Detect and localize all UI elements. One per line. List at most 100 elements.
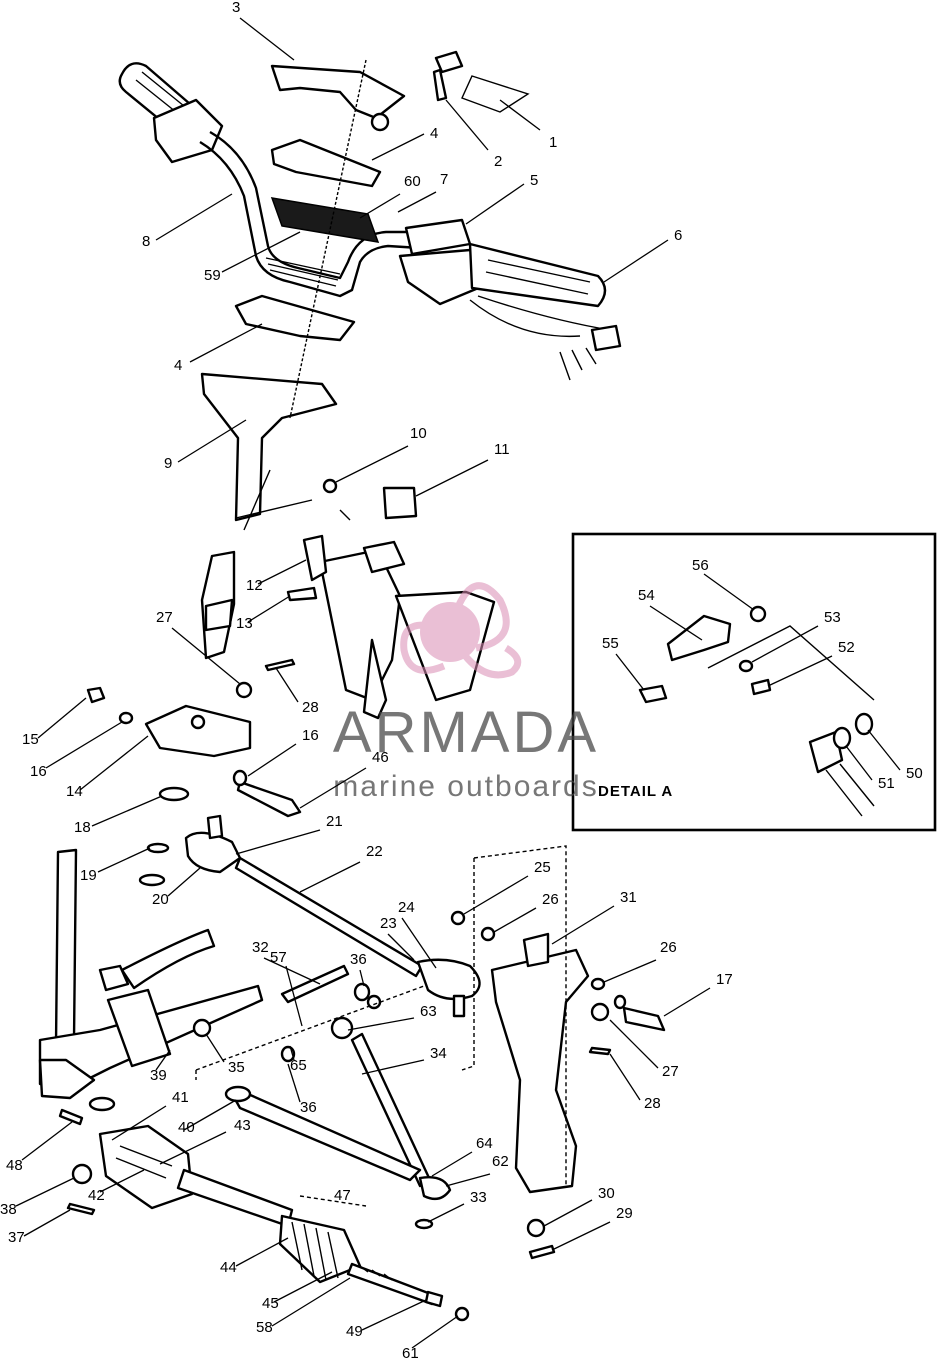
- part-number-label: 4: [174, 357, 182, 374]
- leader-line: [167, 867, 201, 897]
- part-number-label: 63: [420, 1003, 437, 1020]
- tie-rod-end-20: [184, 831, 242, 874]
- part-number-label: 48: [6, 1157, 23, 1174]
- leader-line: [387, 933, 415, 961]
- clamp-upper: [270, 64, 406, 120]
- bolt-shank: [432, 68, 448, 102]
- spindle-knuckle: [522, 932, 550, 968]
- leader-line: [465, 183, 525, 225]
- leader-line: [397, 191, 437, 213]
- rod-end-63: [330, 1016, 354, 1040]
- steering-shaft-group: [86, 469, 496, 1018]
- handlebar: [199, 140, 421, 298]
- bushing-36: [353, 982, 371, 1002]
- leader-line: [21, 1121, 73, 1161]
- bolt-13: [286, 586, 318, 602]
- leader-line: [79, 735, 149, 791]
- left-grip-lines: [135, 71, 185, 113]
- leader-line: [445, 99, 489, 151]
- group-bracket-47: [299, 1195, 367, 1207]
- axle-shaft-49: [346, 1262, 438, 1306]
- washer-19a: [146, 842, 170, 854]
- watermark-logo-icon: [400, 582, 522, 679]
- leader-line: [15, 1177, 75, 1207]
- part-number-label: 31: [620, 889, 637, 906]
- nut-27b: [590, 1002, 610, 1022]
- bushing-35: [192, 1018, 212, 1038]
- shaft-collar: [204, 598, 234, 632]
- bushing-11: [382, 486, 418, 520]
- part-number-label: 21: [326, 813, 343, 830]
- cotter-pin-28: [264, 658, 296, 672]
- washer-26b: [590, 977, 606, 991]
- washer-26: [480, 926, 496, 942]
- leader-line: [221, 231, 301, 273]
- part-number-label: 54: [638, 587, 655, 604]
- leader-line: [361, 1059, 425, 1075]
- axle-shaft-44: [176, 1168, 294, 1228]
- leader-line: [445, 1173, 491, 1187]
- stud-20: [206, 814, 224, 840]
- detail-bolt-55: [638, 684, 668, 704]
- part-number-label: 40: [178, 1119, 195, 1136]
- part-number-label: 50: [906, 765, 923, 782]
- leader-line: [551, 1221, 611, 1251]
- leader-line: [247, 743, 297, 777]
- part-number-label: 29: [616, 1205, 633, 1222]
- leader-line: [37, 697, 87, 739]
- detail-bushing-51: [832, 726, 852, 750]
- detail-bushing-50: [854, 712, 874, 736]
- part-number-label: 30: [598, 1185, 615, 1202]
- part-number-label: 16: [302, 727, 319, 744]
- leader-line: [155, 1049, 171, 1071]
- leader-line: [415, 459, 489, 497]
- cotter-28b: [588, 1046, 612, 1056]
- stud-24: [452, 994, 466, 1018]
- part-number-label: 9: [164, 455, 172, 472]
- leader-line: [609, 1053, 641, 1101]
- detail-rod: [825, 763, 875, 817]
- rod-end-62: [418, 1176, 452, 1201]
- part-number-label: 49: [346, 1323, 363, 1340]
- leader-line: [359, 193, 401, 219]
- right-grip-lines: [485, 259, 591, 295]
- frame-brace: [120, 928, 216, 990]
- brake-lever-mount: [398, 248, 490, 306]
- part-number-label: 6: [674, 227, 682, 244]
- nut-38: [71, 1163, 93, 1185]
- part-number-label: 28: [302, 699, 319, 716]
- washer-39: [88, 1096, 116, 1112]
- handlebar-group: [118, 50, 622, 522]
- part-number-label: 56: [692, 557, 709, 574]
- part-number-label: 4: [430, 125, 438, 142]
- wires: [559, 347, 597, 381]
- part-number-label: 65: [290, 1057, 307, 1074]
- part-number-label: 41: [172, 1089, 189, 1106]
- suspension-group: [38, 845, 666, 1322]
- watermark: ARMADA marine outboards: [333, 582, 597, 803]
- pad-ribs: [265, 257, 341, 287]
- leader-line: [171, 627, 241, 685]
- part-number-label: 17: [716, 971, 733, 988]
- leader-line: [189, 323, 263, 363]
- leader-line: [411, 1315, 459, 1349]
- cotter-61a: [424, 1290, 444, 1308]
- spindle-31: [490, 948, 590, 1194]
- right-grip: [468, 242, 607, 308]
- part-number-label: 27: [662, 1063, 679, 1080]
- detail-group-line: [707, 625, 875, 701]
- bolt-plate: [461, 75, 530, 113]
- part-number-label: 59: [204, 267, 221, 284]
- part-number-label: 37: [8, 1229, 25, 1246]
- leader-line: [91, 795, 163, 827]
- part-number-label: 36: [350, 951, 367, 968]
- spline-lines: [359, 1265, 393, 1281]
- leader-line: [615, 653, 645, 691]
- bolt-head: [434, 50, 464, 74]
- part-number-label: 33: [470, 1189, 487, 1206]
- part-number-label: 26: [542, 891, 559, 908]
- connector: [590, 324, 622, 352]
- leader-line: [235, 1237, 289, 1267]
- washer-16-left: [118, 711, 134, 725]
